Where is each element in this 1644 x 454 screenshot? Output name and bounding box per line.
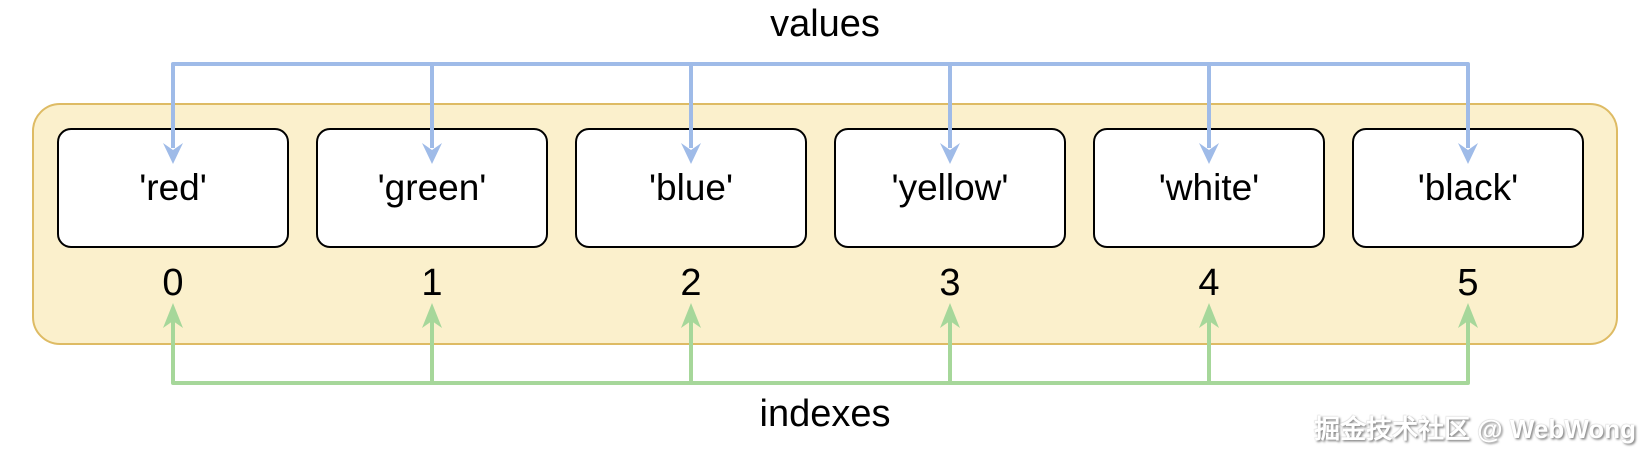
array-cell: 'blue' — [575, 128, 807, 248]
indexes-label: indexes — [759, 393, 891, 435]
array-cell: 'black' — [1352, 128, 1584, 248]
cell-value: 'green' — [377, 167, 487, 208]
array-cell: 'green' — [316, 128, 548, 248]
array-cell: 'red' — [57, 128, 289, 248]
cell-value: 'white' — [1158, 167, 1260, 208]
array-cell: 'white' — [1093, 128, 1325, 248]
cell-value: 'yellow' — [891, 167, 1009, 208]
cell-value: 'red' — [139, 167, 207, 208]
values-label: values — [770, 3, 880, 45]
watermark: 掘金技术社区 @ WebWong — [1314, 414, 1636, 444]
index-label: 0 — [162, 262, 184, 304]
index-label: 1 — [421, 262, 443, 304]
index-label: 3 — [939, 262, 961, 304]
index-label: 4 — [1198, 262, 1220, 304]
cell-value: 'blue' — [648, 167, 734, 208]
array-cell: 'yellow' — [834, 128, 1066, 248]
index-label: 5 — [1457, 262, 1479, 304]
index-label: 2 — [680, 262, 702, 304]
cell-value: 'black' — [1417, 167, 1519, 208]
